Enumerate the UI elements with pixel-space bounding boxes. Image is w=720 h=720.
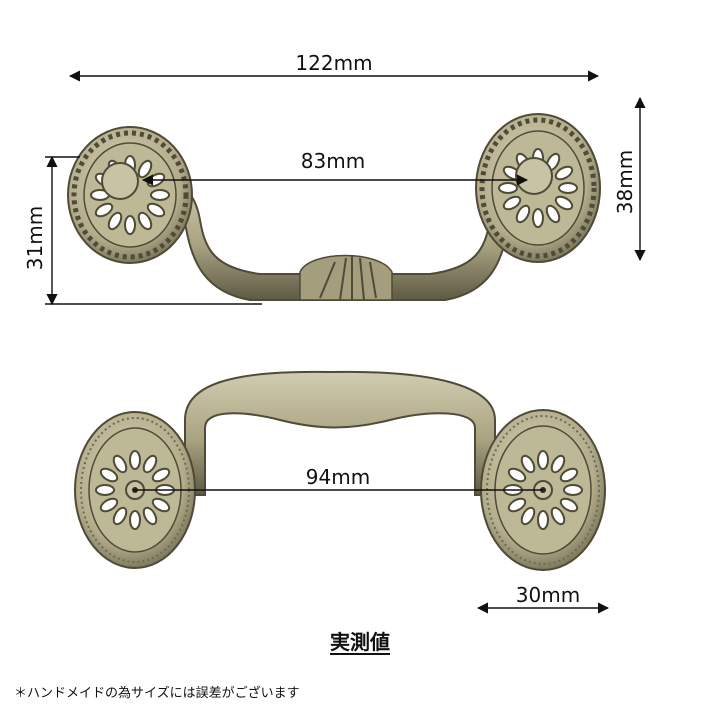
caption-text: 実測値 xyxy=(330,630,390,654)
rosette-petal xyxy=(515,204,531,224)
rosette-petal xyxy=(554,165,574,181)
rosette-petal xyxy=(554,195,574,211)
rosette-petal xyxy=(95,484,115,496)
bail-handle-top xyxy=(184,370,496,496)
handmade-note: ＊ハンドメイドの為サイズには誤差がございます xyxy=(14,686,300,701)
rosette-petal xyxy=(112,454,128,474)
rosette-petal xyxy=(502,195,522,211)
rosette-petal xyxy=(94,202,114,218)
rosette-petal xyxy=(150,189,170,201)
rosette-left-front xyxy=(67,126,193,264)
shell-ornament xyxy=(299,254,393,301)
rosette-petal xyxy=(137,159,153,179)
label-hole-pitch-top: 83mm xyxy=(301,149,365,173)
label-rosette-height: 38mm xyxy=(613,150,637,214)
label-total-width: 122mm xyxy=(295,51,372,75)
rosette-petal xyxy=(559,467,579,483)
rosette-petal xyxy=(151,467,171,483)
label-drop-height: 31mm xyxy=(23,206,47,270)
front-view xyxy=(67,113,601,301)
rosette-right-front xyxy=(475,113,601,263)
rosette-petal xyxy=(99,497,119,513)
rosette-petal xyxy=(142,454,158,474)
label-hole-pitch-bottom: 94mm xyxy=(306,465,370,489)
label-rosette-width: 30mm xyxy=(516,583,580,607)
rosette-petal xyxy=(520,506,536,526)
rosette-petal xyxy=(520,454,536,474)
dimension-lines xyxy=(45,70,646,614)
rosette-petal xyxy=(532,208,544,228)
rosette-petal xyxy=(563,484,583,496)
rosette-petal xyxy=(550,506,566,526)
rosette-petal xyxy=(146,202,166,218)
rosette-petal xyxy=(537,510,549,530)
rosette-petal xyxy=(498,182,518,194)
rosette-petal xyxy=(107,211,123,231)
rosette-petal xyxy=(537,450,549,470)
rosette-petal xyxy=(129,450,141,470)
rosette-petal xyxy=(151,497,171,513)
rosette-petal xyxy=(129,510,141,530)
rosette-petal xyxy=(507,497,527,513)
rosette-petal xyxy=(112,506,128,526)
rosette-petal xyxy=(559,497,579,513)
rosette-petal xyxy=(507,467,527,483)
caption-measured-values: 実測値 xyxy=(0,626,720,655)
rosette-petal xyxy=(137,211,153,231)
rosette-petal xyxy=(545,204,561,224)
rosette-petal xyxy=(142,506,158,526)
rosette-petal xyxy=(558,182,578,194)
rosette-petal xyxy=(99,467,119,483)
rosette-petal xyxy=(550,454,566,474)
dimension-labels: 122mm 83mm 31mm 38mm 94mm 30mm xyxy=(23,51,637,607)
rosette-petal xyxy=(124,215,136,235)
